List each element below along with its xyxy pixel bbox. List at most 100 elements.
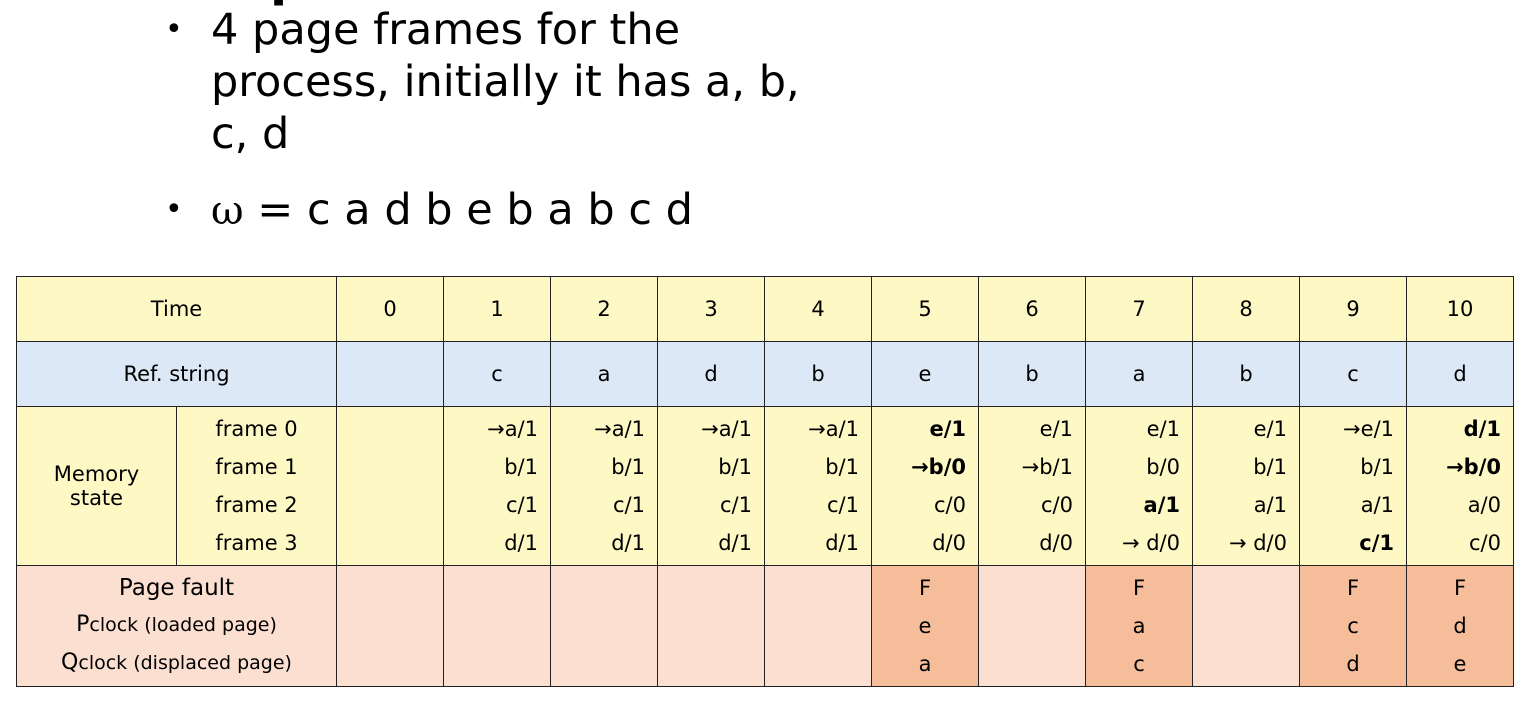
page-fault-row: Page fault Pclock (loaded page) Qclock (… [16, 565, 1514, 687]
fault-cell-t3 [657, 565, 765, 687]
frame-value: b/1 [611, 455, 645, 479]
ref-cell: b [764, 341, 872, 407]
frame-value: b/1 [504, 455, 538, 479]
time-cell: 10 [1406, 276, 1514, 342]
fault-cell-t7: F a c [1085, 565, 1193, 687]
ref-cell: b [1192, 341, 1300, 407]
memory-cell-t2: →a/1 b/1 c/1 d/1 [550, 406, 658, 566]
time-cell: 2 [550, 276, 658, 342]
displaced-page: d [1346, 652, 1360, 676]
ref-cell: d [657, 341, 765, 407]
bullet-list: • 4 page frames for the process, initial… [165, 4, 811, 237]
frame-value: d/0 [1039, 531, 1073, 555]
frame-value: →a/1 [701, 417, 752, 441]
memory-state-label: Memory state [16, 406, 177, 566]
fault-cell-t1 [443, 565, 551, 687]
frame-value: d/1 [1463, 417, 1501, 441]
frame-value: c/1 [827, 493, 859, 517]
time-cell: 5 [871, 276, 979, 342]
time-cell: 8 [1192, 276, 1300, 342]
memory-cell-t4: →a/1 b/1 c/1 d/1 [764, 406, 872, 566]
displaced-page: e [1453, 652, 1467, 676]
qclock-initial: Q [61, 650, 79, 675]
bullet-1-line-2: c, d [211, 109, 290, 159]
memory-cell-t9: →e/1 b/1 a/1 c/1 [1299, 406, 1407, 566]
time-cell: 6 [978, 276, 1086, 342]
frame-value: → d/0 [1228, 531, 1287, 555]
fault-cell-t0 [336, 565, 444, 687]
time-label: Time [16, 276, 337, 342]
loaded-page: d [1453, 614, 1467, 638]
frame-value: c/1 [720, 493, 752, 517]
time-cell: 3 [657, 276, 765, 342]
qclock-label: clock (displaced page) [78, 652, 292, 674]
displaced-page: a [918, 652, 932, 676]
memory-cell-t6: e/1 →b/1 c/0 d/0 [978, 406, 1086, 566]
memory-cell-t10: d/1 →b/0 a/0 c/0 [1406, 406, 1514, 566]
frame-labels: frame 0 frame 1 frame 2 frame 3 [176, 406, 337, 566]
memory-cell-t7: e/1 b/0 a/1 → d/0 [1085, 406, 1193, 566]
frame-value: e/1 [929, 417, 966, 441]
ref-cell: e [871, 341, 979, 407]
fault-cell-t4 [764, 565, 872, 687]
frame-value: d/1 [611, 531, 645, 555]
memory-state-row: Memory state frame 0 frame 1 frame 2 fra… [16, 406, 1514, 566]
frame-label: frame 2 [215, 493, 298, 517]
fault-cell-t2 [550, 565, 658, 687]
frame-value: d/1 [718, 531, 752, 555]
ref-cell: a [550, 341, 658, 407]
frame-value: c/0 [934, 493, 966, 517]
frame-value: →b/0 [911, 455, 966, 479]
loaded-page: a [1132, 614, 1146, 638]
memory-label-line-2: state [69, 486, 124, 510]
frame-value: b/1 [1253, 455, 1287, 479]
frame-value: d/1 [504, 531, 538, 555]
frame-value: →b/1 [1021, 455, 1073, 479]
clock-state-table: Time 0 1 2 3 4 5 6 7 8 9 10 Ref. string … [16, 276, 1514, 687]
fault-cell-t10: F d e [1406, 565, 1514, 687]
frame-label: frame 0 [215, 417, 298, 441]
ref-cell: b [978, 341, 1086, 407]
bullet-2-text: = c a d b e b a b c d [243, 185, 693, 235]
time-cell: 1 [443, 276, 551, 342]
frame-value: c/0 [1041, 493, 1073, 517]
frame-value: a/1 [1253, 493, 1287, 517]
frame-value: e/1 [1039, 417, 1073, 441]
fault-cell-t5: F e a [871, 565, 979, 687]
memory-cell-t1: →a/1 b/1 c/1 d/1 [443, 406, 551, 566]
bullet-dot: • [165, 192, 183, 227]
bullet-page-frames: • 4 page frames for the process, initial… [165, 4, 811, 160]
displaced-page: c [1133, 652, 1145, 676]
pclock-initial: P [76, 612, 90, 637]
memory-cell-t8: e/1 b/1 a/1 → d/0 [1192, 406, 1300, 566]
memory-label-line-1: Memory [53, 462, 140, 486]
frame-value: →e/1 [1343, 417, 1394, 441]
time-cell: 0 [336, 276, 444, 342]
ref-cell: a [1085, 341, 1193, 407]
ref-string-row: Ref. string c a d b e b a b c d [16, 341, 1514, 407]
frame-value: d/1 [825, 531, 859, 555]
frame-label: frame 1 [215, 455, 298, 479]
page-fault-title: Page fault [118, 575, 235, 601]
ref-cell: c [443, 341, 551, 407]
memory-cell-t5: e/1 →b/0 c/0 d/0 [871, 406, 979, 566]
frame-value: b/1 [1360, 455, 1394, 479]
loaded-page: c [1347, 614, 1359, 638]
frame-value: a/0 [1467, 493, 1501, 517]
frame-value: →a/1 [594, 417, 645, 441]
frame-value: →a/1 [808, 417, 859, 441]
frame-value: → d/0 [1121, 531, 1180, 555]
frame-value: b/1 [825, 455, 859, 479]
time-cell: 7 [1085, 276, 1193, 342]
fault-cell-t9: F c d [1299, 565, 1407, 687]
frame-value: c/1 [613, 493, 645, 517]
frame-value: e/1 [1146, 417, 1180, 441]
page-fault-label: Page fault Pclock (loaded page) Qclock (… [16, 565, 337, 687]
frame-value: b/1 [718, 455, 752, 479]
ref-string-label: Ref. string [16, 341, 337, 407]
frame-value: d/0 [932, 531, 966, 555]
frame-value: c/1 [1359, 531, 1394, 555]
frame-value: e/1 [1253, 417, 1287, 441]
fault-flag: F [1453, 576, 1467, 600]
time-cell: 9 [1299, 276, 1407, 342]
